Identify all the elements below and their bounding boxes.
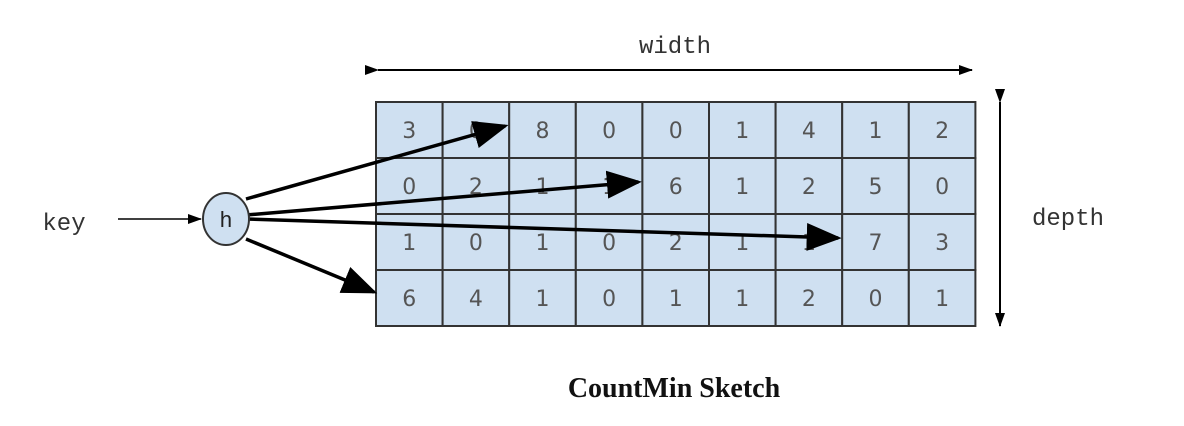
grid-cell-value: 2: [802, 287, 816, 312]
grid-cell-value: 0: [602, 287, 616, 312]
depth-label: depth: [1032, 206, 1104, 233]
grid-cell: [508, 213, 577, 271]
grid-cell: [907, 213, 977, 271]
grid-cell-value: 1: [735, 287, 749, 312]
grid-cell-value: 1: [602, 175, 616, 200]
grid-cell: [907, 269, 977, 327]
grid-cell: [508, 269, 577, 327]
hash-arrow: [245, 170, 642, 217]
width-dimension: width: [365, 34, 973, 75]
grid-cell: [375, 269, 444, 327]
grid-cell-value: 0: [469, 231, 483, 256]
grid-cell-value: 7: [869, 231, 883, 256]
diagram-title: CountMin Sketch: [568, 373, 781, 404]
grid-cell-value: 0: [669, 119, 683, 144]
grid-cell-value: 1: [869, 119, 883, 144]
key-label: key: [42, 211, 85, 238]
hash-label: h: [219, 209, 232, 234]
grid-cell-value: 1: [536, 287, 550, 312]
grid-cell-value: 1: [802, 231, 816, 256]
grid-cell: [841, 269, 910, 327]
grid-cell-value: 0: [602, 231, 616, 256]
grid-cell-value: 1: [536, 231, 550, 256]
hash-arrow: [245, 217, 842, 251]
hash-arrow: [245, 121, 509, 201]
grid-cell-value: 5: [869, 175, 883, 200]
grid-cell-value: 6: [402, 287, 416, 312]
grid-cell: [708, 101, 777, 159]
grid-cell-value: 6: [669, 175, 683, 200]
grid-cell-value: 4: [802, 119, 816, 144]
grid-cell-value: 0: [935, 175, 949, 200]
grid-cell-value: 2: [669, 231, 683, 256]
grid-cell-value: 0: [602, 119, 616, 144]
hash-circle: [202, 192, 250, 246]
width-label: width: [639, 34, 711, 61]
grid-cell-value: 1: [402, 231, 416, 256]
grid-cell: [907, 101, 977, 159]
grid-cell: [841, 213, 910, 271]
grid-cell: [774, 101, 844, 159]
grid-cell-value: 3: [402, 119, 416, 144]
grid-cell-value: 2: [935, 119, 949, 144]
grid-cell-value: 1: [669, 287, 683, 312]
grid-cell-value: 0: [402, 175, 416, 200]
grid-cell-value: 0: [869, 287, 883, 312]
grid-cell-value: 1: [735, 175, 749, 200]
grid-cell: [441, 269, 511, 327]
grid-cell-value: 8: [536, 119, 550, 144]
grid-cell: [641, 269, 711, 327]
hash-arrow: [245, 237, 378, 294]
hash-arrows: [245, 121, 842, 294]
grid-cell-value: 3: [935, 231, 949, 256]
grid-cell-value: 1: [935, 287, 949, 312]
grid-cell-value: 2: [802, 175, 816, 200]
grid-cell: [508, 157, 577, 215]
grid-cell-value: 4: [469, 287, 483, 312]
depth-dimension: depth: [995, 89, 1104, 327]
grid-cell: [708, 157, 777, 215]
grid-cell-value: 1: [735, 231, 749, 256]
grid-cell-value: 1: [735, 119, 749, 144]
hash-function-node: h: [202, 192, 250, 246]
grid-cell-value: 1: [536, 175, 550, 200]
key-input: key: [42, 211, 202, 238]
